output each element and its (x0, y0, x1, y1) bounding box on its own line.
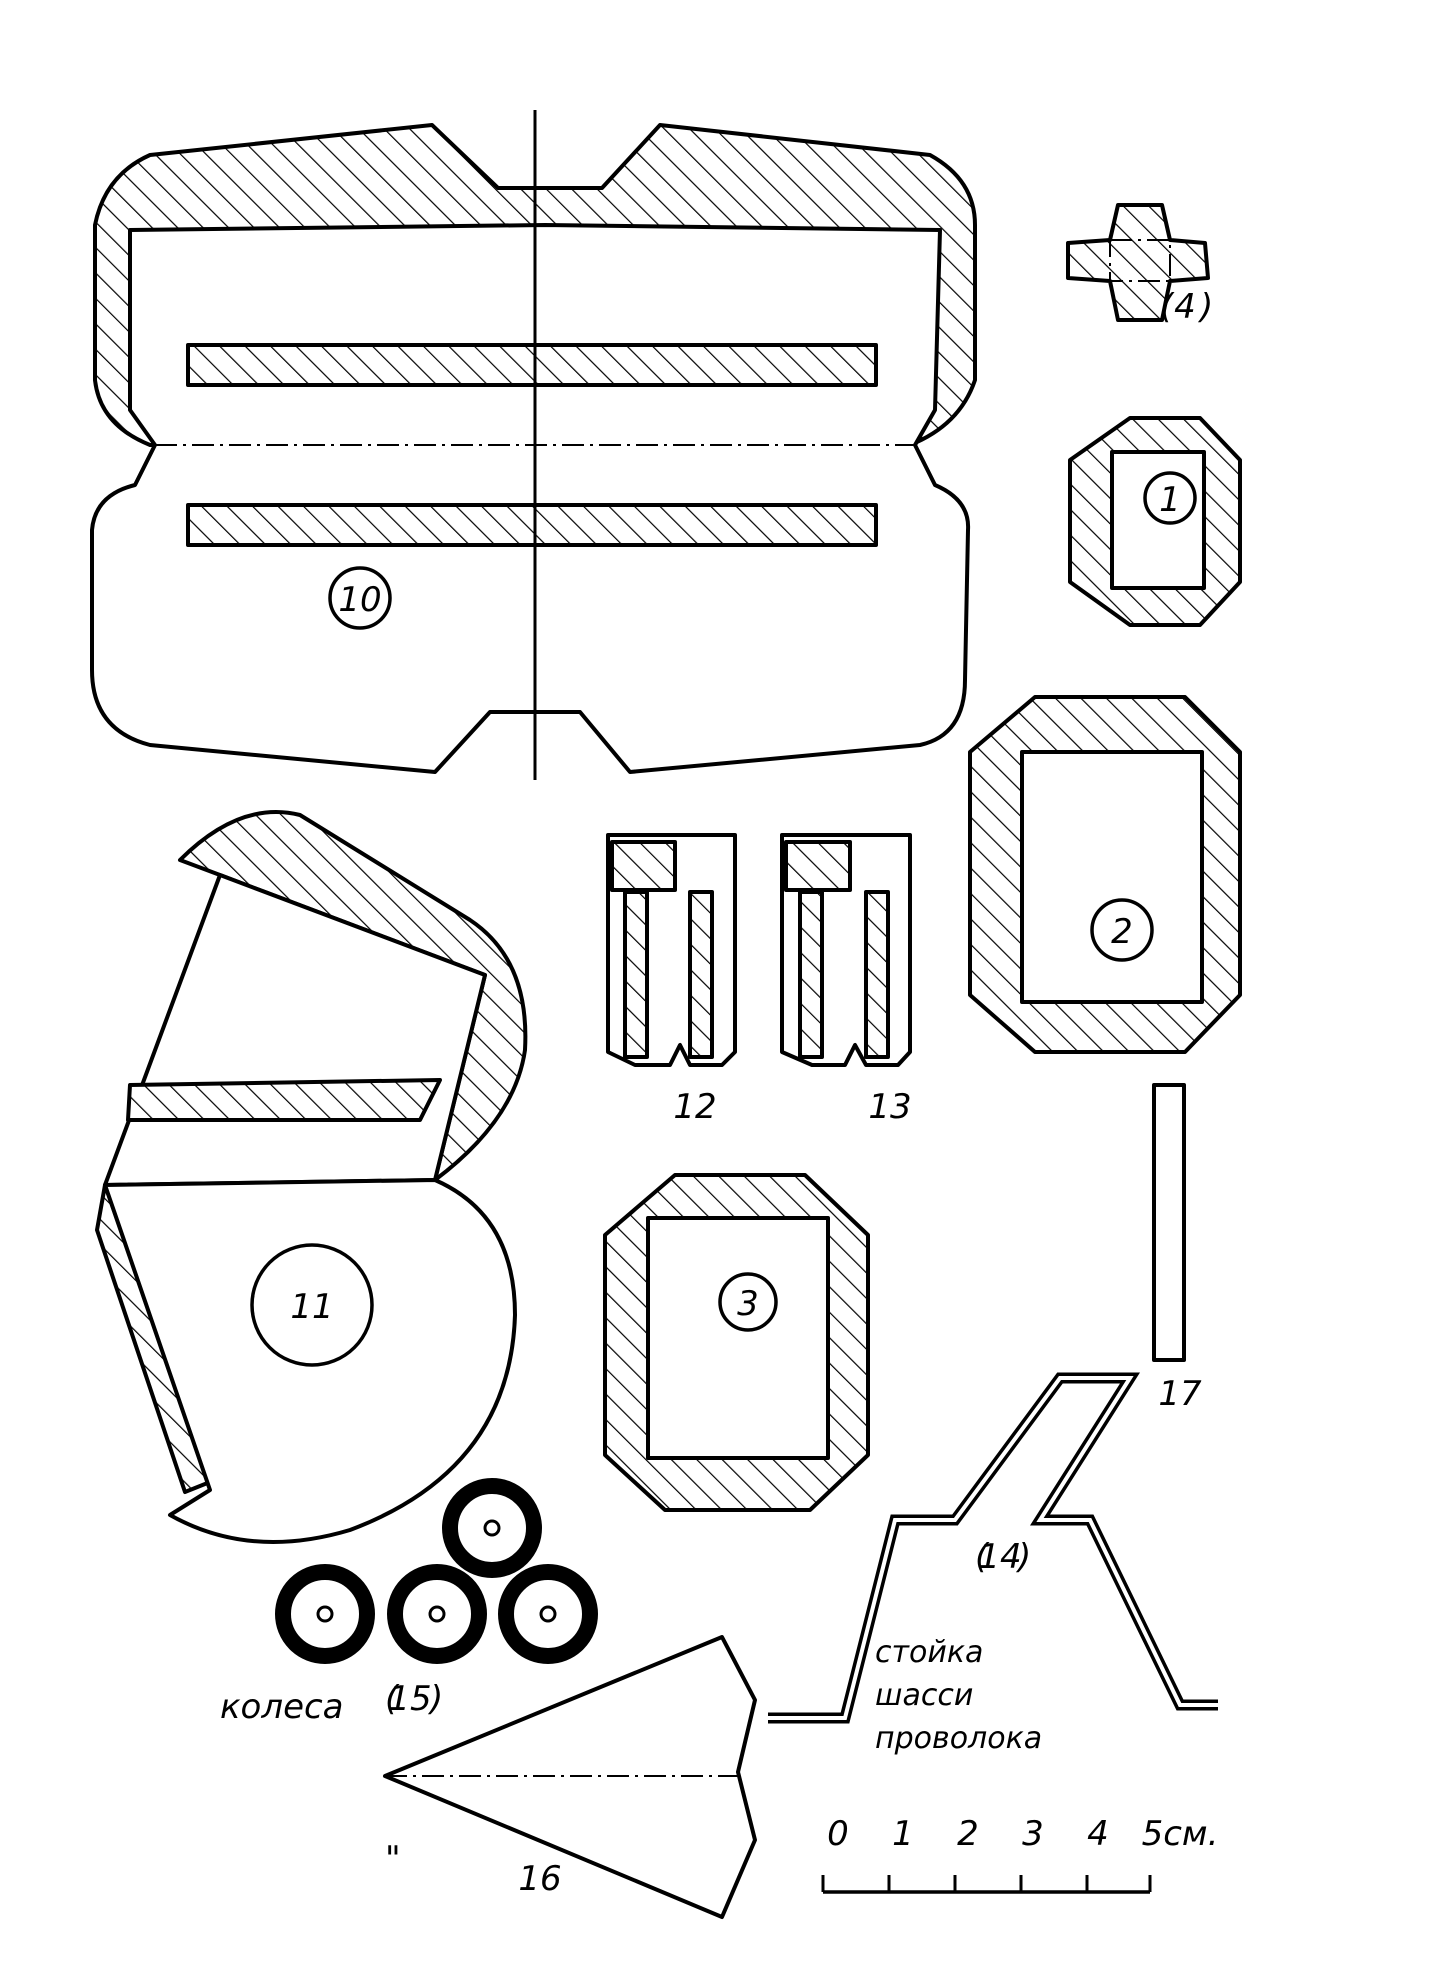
part-1: 1 (1068, 416, 1242, 627)
part-12: 12 (606, 833, 737, 1127)
part-2-number: 2 (1111, 912, 1133, 952)
part-4: 4 ( ) (1066, 203, 1213, 327)
part-12-number: 12 (673, 1087, 716, 1127)
svg-text:(: ( (385, 1679, 400, 1719)
svg-text:(: ( (975, 1537, 990, 1577)
part-3-number: 3 (737, 1284, 759, 1324)
part-3: 3 (603, 1173, 870, 1512)
wheel (275, 1564, 375, 1664)
part-13-number: 13 (868, 1087, 911, 1127)
wheel (442, 1478, 542, 1578)
scale-tick-1: 1 (892, 1814, 914, 1854)
part-1-number: 1 (1159, 480, 1181, 520)
part-2: 2 (968, 695, 1242, 1054)
scale-tick-3: 3 (1022, 1814, 1044, 1854)
part-16-number: 16 (518, 1859, 561, 1899)
wheel (498, 1564, 598, 1664)
gear-caption-line1: стойка (875, 1635, 983, 1670)
part-14-landing-gear: 14 ( ) стойка шасси проволока (768, 1372, 1218, 1756)
scale-tick-2: 2 (957, 1814, 979, 1854)
part-10-wing: 10 (90, 110, 977, 780)
svg-text:(: ( (1160, 287, 1175, 327)
gear-caption-line2: шасси (875, 1678, 973, 1713)
scale-tick-5: 5см. (1142, 1814, 1219, 1854)
stray-quote-mark: " (385, 1839, 401, 1879)
part-16-tail: 16 " (383, 1635, 757, 1919)
gear-caption-line3: проволока (875, 1721, 1042, 1756)
wheel (387, 1564, 487, 1664)
part-14-number: 14 (978, 1537, 1021, 1577)
part-10-number: 10 (338, 580, 381, 620)
scale-tick-4: 4 (1087, 1814, 1109, 1854)
wheels-caption: колеса (220, 1687, 344, 1727)
part-11: 11 (95, 810, 528, 1544)
svg-text:): ) (427, 1679, 443, 1719)
part-15-wheels: колеса 15 ( ) (220, 1478, 598, 1727)
svg-text:): ) (1197, 287, 1213, 327)
scale-bar: 0 1 2 3 4 5см. (821, 1814, 1219, 1894)
part-15-number: 15 (388, 1679, 431, 1719)
part-13: 13 (780, 833, 912, 1127)
part-11-number: 11 (290, 1287, 333, 1327)
part-17-strip: 17 (1152, 1083, 1202, 1414)
part-17-number: 17 (1158, 1374, 1202, 1414)
part-4-number: 4 (1174, 287, 1196, 327)
svg-text:): ) (1015, 1537, 1031, 1577)
scale-tick-0: 0 (827, 1814, 849, 1854)
